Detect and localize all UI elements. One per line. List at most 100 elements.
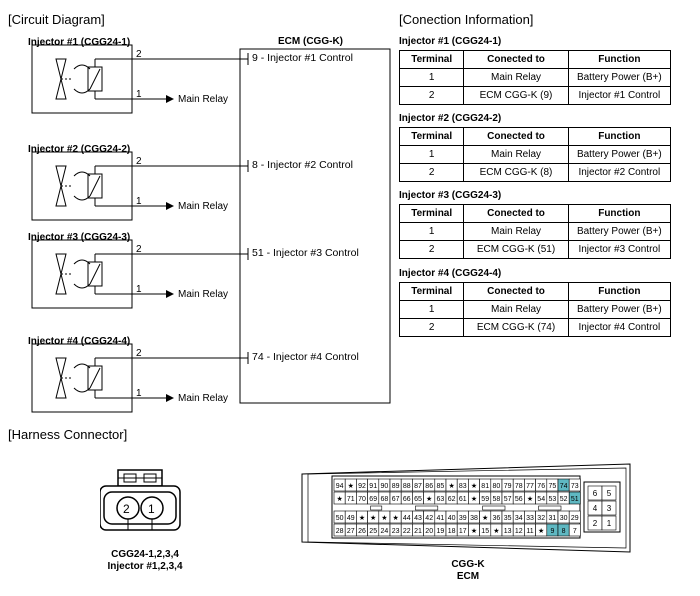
table-cell: 1 [398,300,465,319]
table-cell: Injector #4 Control [567,318,672,337]
injector-connector-caption: CGG24-1,2,3,4 Injector #1,2,3,4 [107,549,183,572]
injector-title-4: Injector #4 (CGG24-4) [28,336,131,347]
table-cell: Main Relay [463,68,569,87]
ecm-pin-label: 12 [515,528,523,535]
ecm-side-pin-label: 4 [593,504,598,513]
column-header: Function [567,282,672,301]
connector-key-tab [482,505,506,511]
column-header: Terminal [398,282,465,301]
ecm-pin-cell [568,491,581,505]
table-cell: 1 [398,222,465,241]
ecm-pin-label: 79 [504,483,512,490]
ecm-pin-cell [568,510,581,524]
column-header: Terminal [398,127,465,146]
ecm-pin-label: 7 [573,528,577,535]
ecm-pin-label: 38 [470,515,478,522]
ecm-pin-label: 89 [392,483,400,490]
relay-arrow-3 [166,290,174,298]
ecm-pin-label: 42 [425,515,433,522]
ecm-pin-label: ★ [527,495,533,503]
ecm-pin-label: 25 [369,528,377,535]
ecm-pin-label: ★ [471,495,477,503]
column-header: Function [567,127,672,146]
ecm-pin-label: 50 [336,515,344,522]
ecm-side-pin-label: 3 [607,504,612,513]
injector-symbol-2 [31,151,133,221]
ecm-pin-label: 9 [550,528,554,535]
column-header: Conected to [463,50,569,69]
ecm-connector-caption: CGG-K ECM [451,559,485,582]
ecm-pin-label: ★ [426,495,432,503]
ecm-pin-label: 78 [515,483,523,490]
ecm-pin-label: 59 [481,496,489,503]
table-cell: Injector #3 Control [567,240,672,259]
table-cell: 1 [398,68,465,87]
relay-arrow-2 [166,202,174,210]
ecm-pin-label: 17 [459,528,467,535]
ecm-pin-label: ★ [348,482,354,490]
connection-info-title: [Conection Information] [399,12,534,27]
ecm-side-pin-cell [601,515,617,531]
injector-title-2: Injector #2 (CGG24-2) [28,144,131,155]
injector-title-1: Injector #1 (CGG24-1) [28,37,131,48]
ecm-pin-label: ★ [471,482,477,490]
circuit-diagram-title: [Circuit Diagram] [8,12,105,27]
ecm-pin-label: 27 [347,528,355,535]
table-cell: ECM CGG-K (51) [463,240,569,259]
ecm-pin-label: 56 [515,496,523,503]
pin-1-label: 1 [136,89,142,100]
ecm-pin-label: 18 [448,528,456,535]
ecm-pin-cell [568,478,581,492]
connector-key-tab [370,505,383,511]
ecm-pin-label: 20 [425,528,433,535]
table-cell: 2 [398,163,465,182]
ecm-pin-label: 92 [358,483,366,490]
ecm-pin-label: 73 [571,483,579,490]
ecm-pin-label: ★ [538,527,544,535]
table-cell: Battery Power (B+) [567,222,672,241]
ecm-pin-label: 85 [437,483,445,490]
pin-2-label: 2 [136,49,142,60]
ecm-pin-label: 86 [425,483,433,490]
relay-arrow-1 [166,95,174,103]
ecm-pin-label: 40 [448,515,456,522]
ecm-pin-label: 74 [560,483,568,490]
injector-symbol-1 [31,44,133,114]
ecm-pin-label: 49 [347,515,355,522]
ecm-pin-label: 28 [336,528,344,535]
ecm-pin-label: 65 [414,496,422,503]
ecm-side-pin-label: 6 [593,489,598,498]
ecm-pin-label: ★ [448,482,454,490]
control-label-3: 51 - Injector #3 Control [250,247,359,259]
ecm-side-pin-label: 1 [607,519,612,528]
table-cell: Injector #1 Control [567,86,672,105]
ecm-pin-label: 90 [381,483,389,490]
table-cell: ECM CGG-K (74) [463,318,569,337]
conn-table-title-2: Injector #2 (CGG24-2) [399,113,502,124]
ecm-pin-label: 23 [392,528,400,535]
ecm-side-pin-cell [601,500,617,516]
table-cell: Main Relay [463,222,569,241]
connector-key-tab [538,505,562,511]
table-cell: 2 [398,86,465,105]
ecm-pin-label: ★ [493,527,499,535]
ecm-pin-label: 91 [369,483,377,490]
ecm-pin-label: ★ [359,514,365,522]
pin-1-label: 1 [136,196,142,207]
ecm-box [239,48,391,404]
ecm-pin-label: 81 [481,483,489,490]
ecm-pin-label: 11 [526,528,533,535]
ecm-pin-label: 13 [504,528,512,535]
injector-symbol-4 [31,343,133,413]
ecm-pin-label: 54 [537,496,545,503]
table-cell: ECM CGG-K (8) [463,163,569,182]
ecm-pin-label: 31 [549,515,557,522]
ecm-pin-label: 77 [526,483,534,490]
ecm-pin-label: 94 [336,483,344,490]
